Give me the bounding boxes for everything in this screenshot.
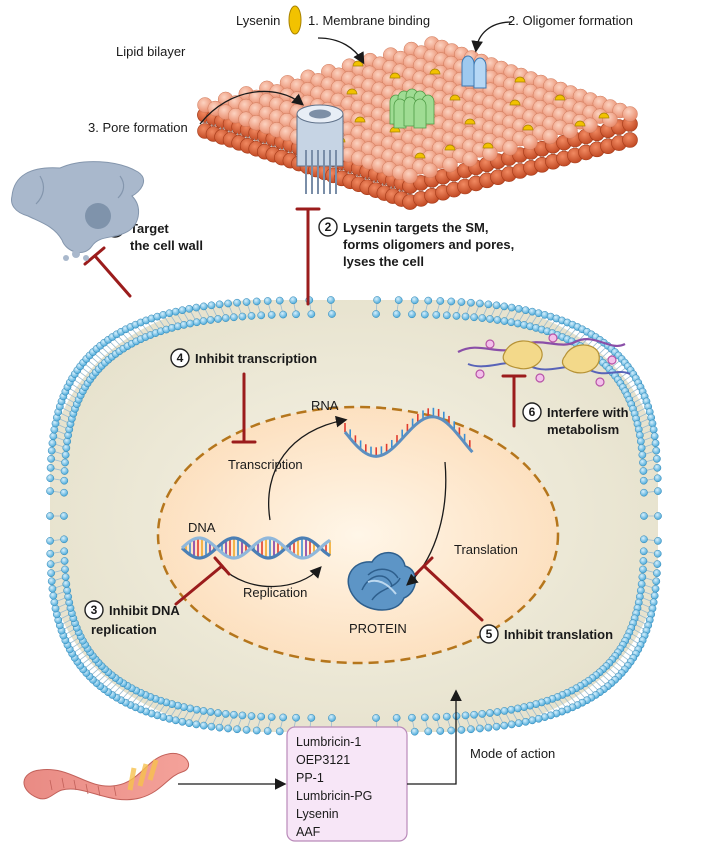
mechanism-4-badge [170, 348, 190, 368]
svg-text:5: 5 [486, 627, 493, 641]
svg-text:3: 3 [91, 603, 98, 617]
lysenin-label: Lysenin [236, 13, 280, 28]
mechanism-3-line2: replication [91, 622, 157, 637]
agent-item-5: Lysenin [296, 807, 339, 821]
dna-label: DNA [188, 520, 216, 535]
mechanism-3-badge [84, 600, 104, 620]
transcription-arrow [268, 415, 348, 521]
mechanism-1-line1: Target [130, 221, 169, 236]
mechanism-5-line1: Inhibit translation [504, 627, 613, 642]
transcription-label: Transcription [228, 457, 303, 472]
mechanism-2-line1: Lysenin targets the SM, [343, 220, 488, 235]
rna-label: RNA [311, 398, 339, 413]
svg-text:4: 4 [177, 351, 184, 365]
earthworm-icon [23, 752, 189, 801]
agent-item-6: AAF [296, 825, 321, 839]
svg-text:2: 2 [325, 220, 332, 234]
mechanism-2-badge [318, 217, 338, 237]
step3-label: 3. Pore formation [88, 120, 188, 135]
agent-item-3: PP-1 [296, 771, 324, 785]
lipid-bilayer-slab [197, 36, 638, 210]
mechanism-2-line2: forms oligomers and pores, [343, 237, 514, 252]
dna-helix-icon [180, 536, 331, 560]
protein-label: PROTEIN [349, 621, 407, 636]
mechanism-1-line2: the cell wall [130, 238, 203, 253]
lysenin-molecule-icon [288, 5, 302, 35]
mode-of-action-label: Mode of action [470, 746, 555, 761]
step1-label: 1. Membrane binding [308, 13, 430, 28]
metabolism-icon [457, 333, 631, 387]
mechanism-6-line2: metabolism [547, 422, 619, 437]
mechanism-4-line1: Inhibit transcription [195, 351, 317, 366]
inhibit-line-1 [93, 254, 132, 298]
replication-label: Replication [243, 585, 307, 600]
mode-of-action-arrow [407, 689, 462, 785]
mechanism-5-badge [479, 624, 499, 644]
inhibit-line-5 [422, 564, 484, 622]
agent-item-1: Lumbricin-1 [296, 735, 361, 749]
mechanism-2-line3: lyses the cell [343, 254, 424, 269]
damaged-cell-icon [11, 161, 144, 261]
inhibit-line-3 [174, 564, 224, 606]
cell-membrane [46, 296, 662, 736]
rna-strand-icon [343, 407, 474, 458]
translation-arrow [406, 461, 447, 586]
svg-text:6: 6 [529, 405, 536, 419]
agent-item-2: OEP3121 [296, 753, 350, 767]
step3-arrow [199, 90, 304, 125]
step2-arrow [471, 21, 513, 53]
mechanism-3-line1: Inhibit DNA [109, 603, 180, 618]
replication-arrow [219, 565, 322, 588]
lipid-bilayer-label: Lipid bilayer [116, 44, 186, 59]
step2-label: 2. Oligomer formation [508, 13, 633, 28]
step1-arrow [317, 37, 365, 65]
protein-icon [347, 552, 417, 611]
translation-label: Translation [454, 542, 518, 557]
mechanism-6-line1: Interfere with [547, 405, 629, 420]
mechanism-6-badge [522, 402, 542, 422]
agent-item-4: Lumbricin-PG [296, 789, 372, 803]
